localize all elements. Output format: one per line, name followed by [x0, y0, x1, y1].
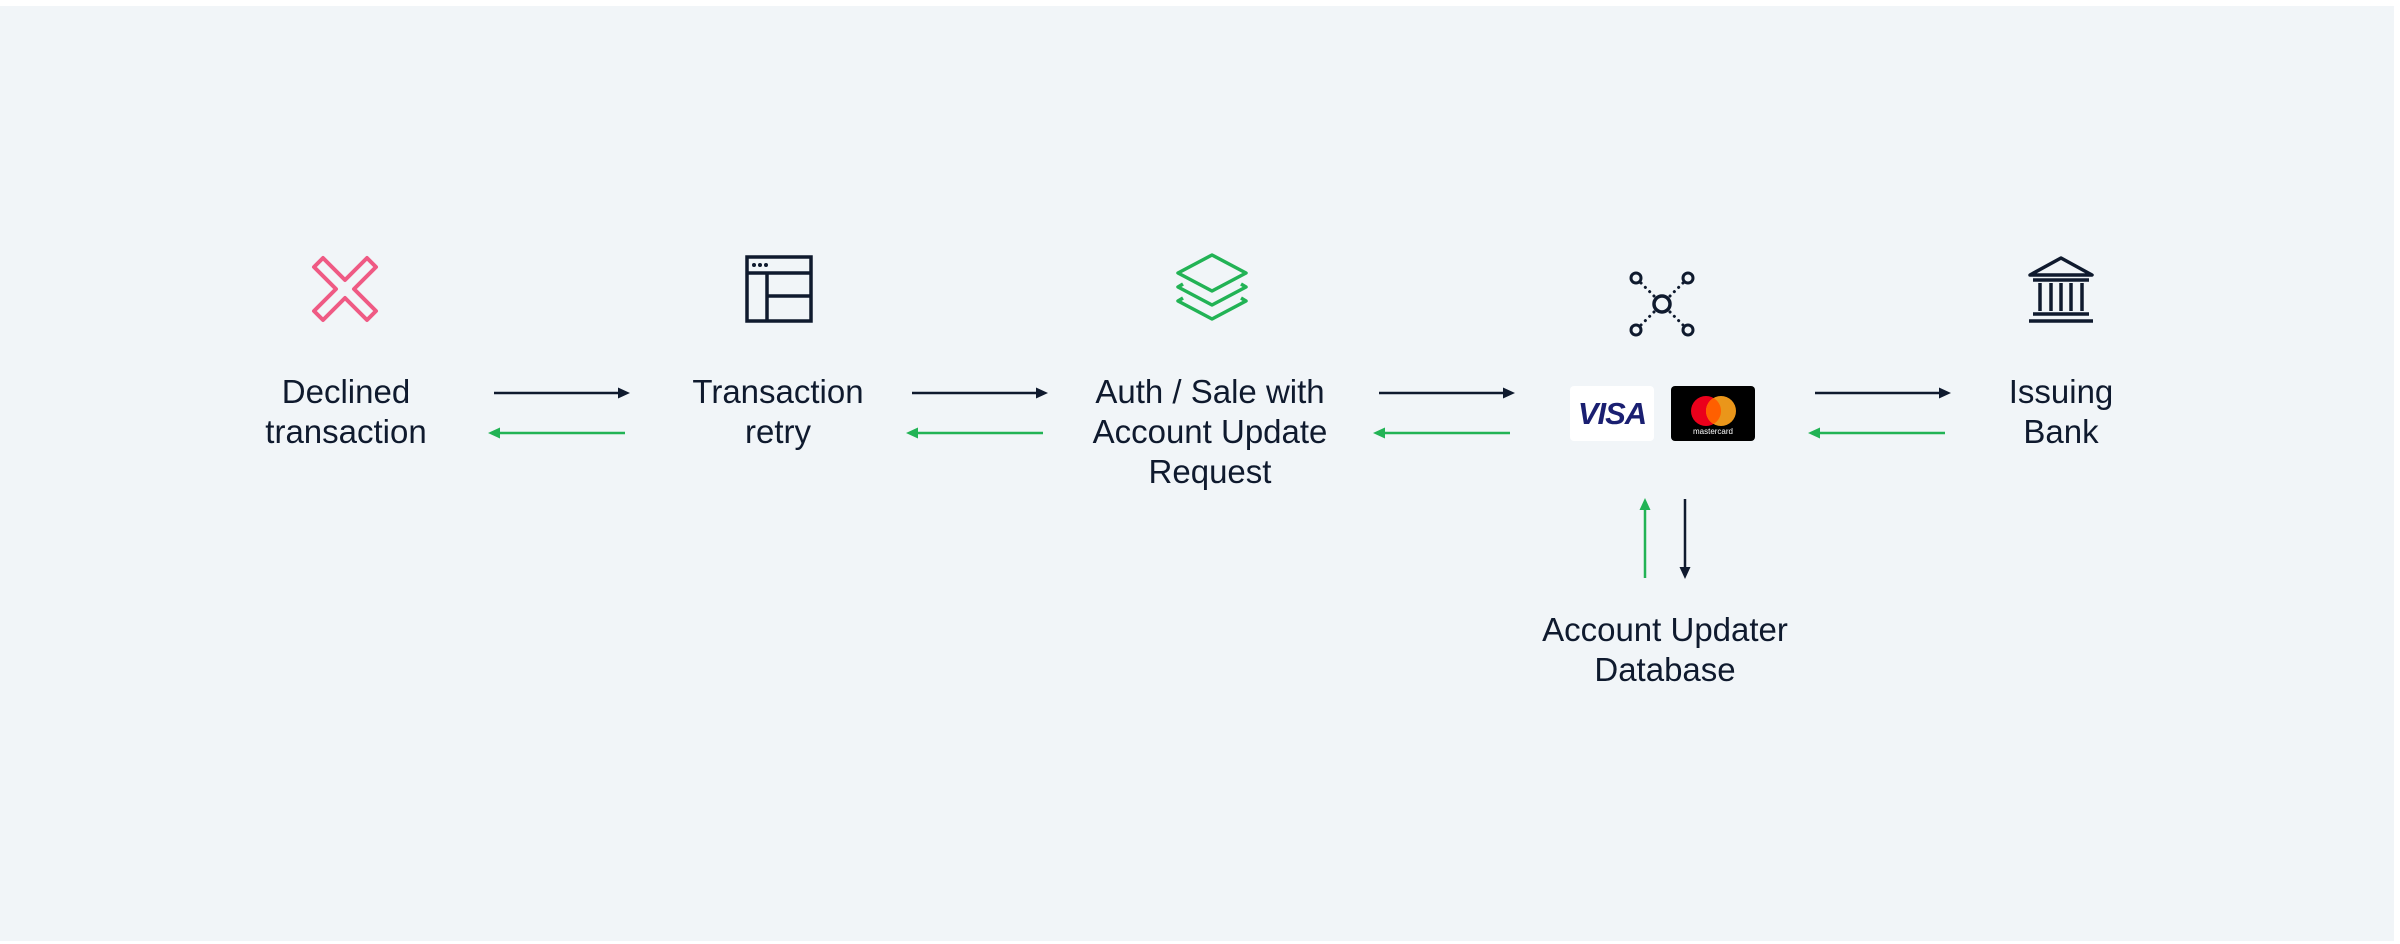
- bank-icon: [2027, 255, 2095, 325]
- declined-transaction-label: Declined transaction: [265, 373, 427, 450]
- return-arrow-auth-to-retry: [906, 426, 1043, 440]
- close-icon: [310, 254, 380, 324]
- diagram-canvas: [0, 6, 2394, 941]
- forward-arrow-networks-to-database: [1678, 499, 1692, 579]
- visa-logo-text: VISA: [1577, 395, 1647, 431]
- forward-arrow-retry-to-auth: [912, 386, 1048, 400]
- forward-arrow-networks-to-bank: [1815, 386, 1951, 400]
- issuing-bank-label: Issuing Bank: [2008, 373, 2114, 450]
- return-arrow-retry-to-declined: [488, 426, 625, 440]
- return-arrow-bank-to-networks: [1808, 426, 1945, 440]
- browser-window-icon: [745, 255, 813, 323]
- forward-arrow-auth-to-networks: [1379, 386, 1515, 400]
- transaction-retry-label: Transaction retry: [692, 373, 864, 450]
- return-arrow-database-to-networks: [1638, 498, 1652, 578]
- mastercard-logo: mastercard: [1671, 386, 1755, 441]
- layers-icon: [1175, 252, 1249, 326]
- network-hub-icon: [1626, 268, 1698, 340]
- return-arrow-networks-to-auth: [1373, 426, 1510, 440]
- account-updater-database-label: Account Updater Database: [1542, 611, 1788, 688]
- auth-sale-label: Auth / Sale with Account Update Request: [1092, 373, 1328, 490]
- visa-logo: VISA: [1570, 386, 1654, 441]
- forward-arrow-declined-to-retry: [494, 386, 630, 400]
- mastercard-logo-text: mastercard: [1692, 427, 1733, 436]
